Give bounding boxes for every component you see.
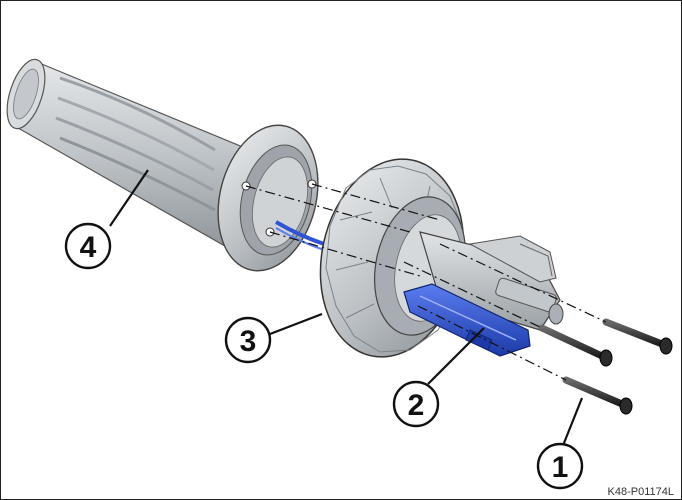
grip-part bbox=[6, 58, 325, 272]
callout-1: 1 bbox=[536, 442, 584, 490]
leader-line-1 bbox=[560, 397, 584, 449]
callout-4: 4 bbox=[64, 222, 112, 270]
bolts-part bbox=[538, 318, 673, 415]
blue-connector-part bbox=[403, 283, 531, 357]
callout-2-label: 2 bbox=[408, 389, 425, 422]
reference-code: K48-P01174L bbox=[607, 486, 674, 498]
callout-4-label: 4 bbox=[80, 231, 97, 264]
callout-1-label: 1 bbox=[552, 451, 569, 484]
callout-3: 3 bbox=[224, 316, 272, 364]
leader-line-4 bbox=[109, 169, 149, 227]
leader-line-3 bbox=[269, 312, 323, 336]
throttle-housing bbox=[419, 231, 564, 331]
leader-line-2 bbox=[427, 327, 485, 385]
leader-lines bbox=[109, 169, 584, 449]
callout-3-label: 3 bbox=[240, 325, 257, 358]
alignment-lines bbox=[245, 183, 607, 381]
callout-2: 2 bbox=[392, 380, 440, 428]
